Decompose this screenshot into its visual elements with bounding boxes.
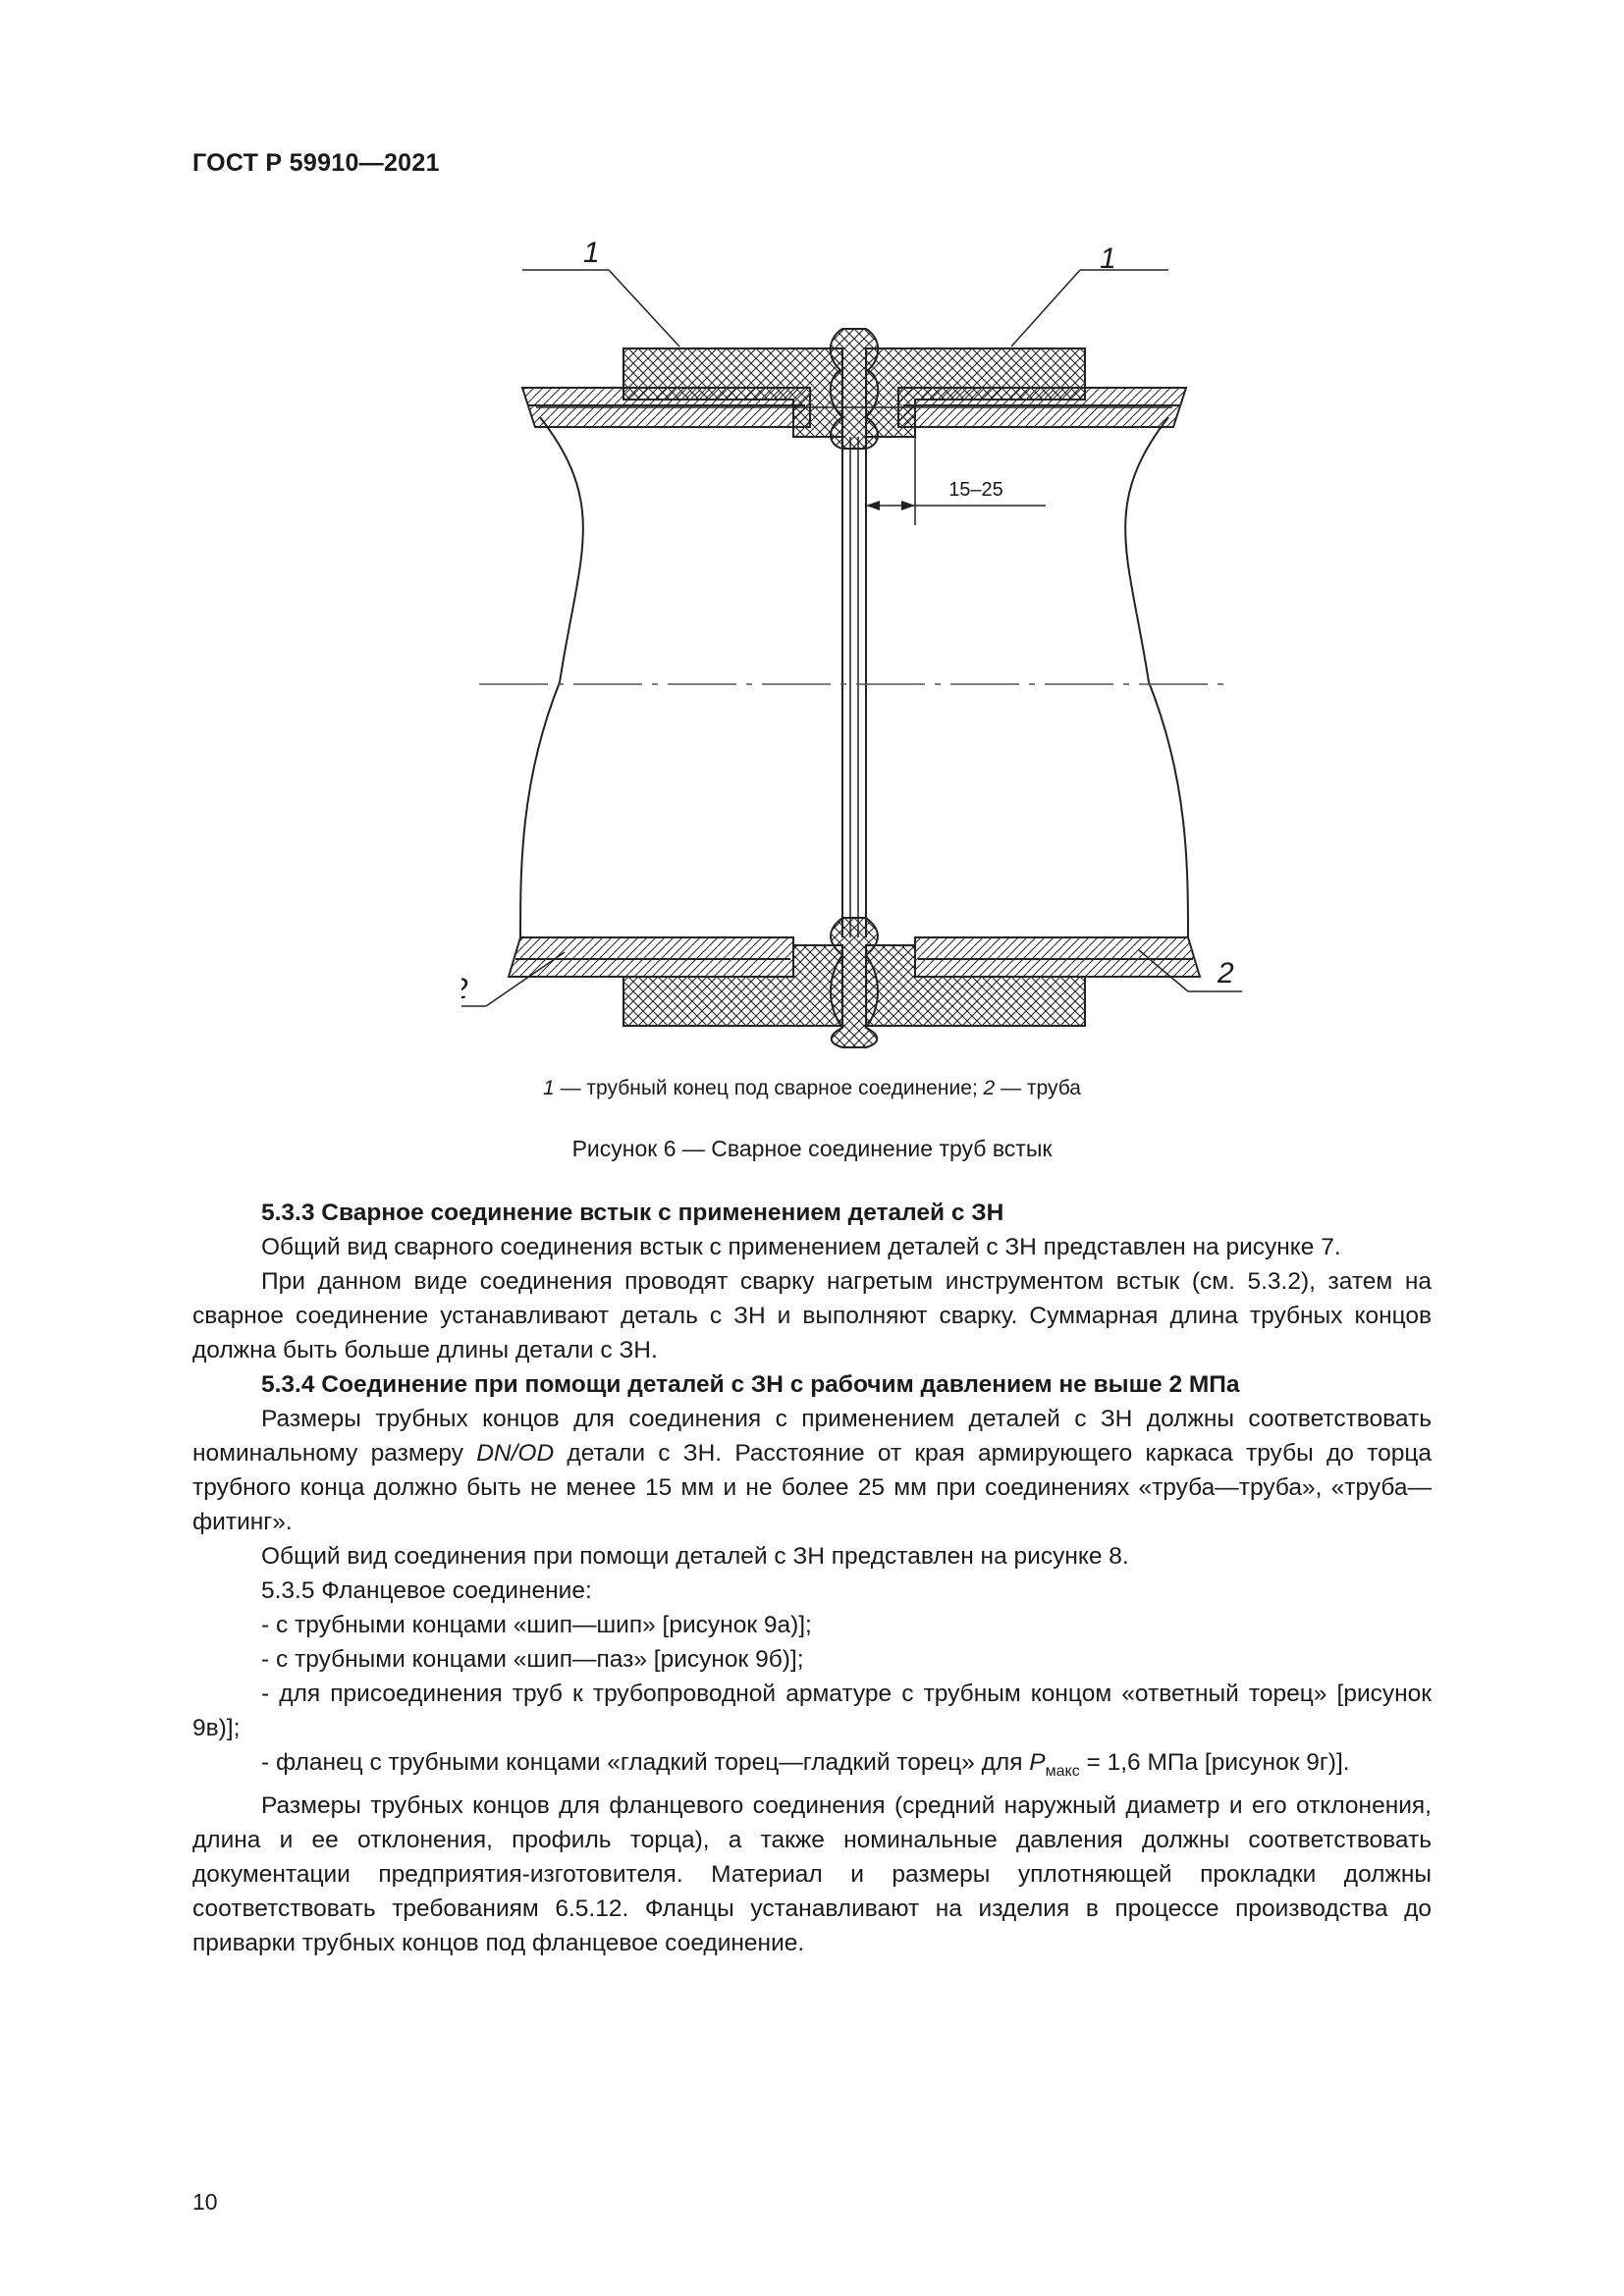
legend-num-1: 1 bbox=[543, 1077, 555, 1099]
text-italic: P bbox=[1029, 1749, 1046, 1776]
pipe-left-contour bbox=[519, 416, 584, 938]
list-item: - с трубными концами «шип—паз» [рисунок … bbox=[261, 1646, 804, 1673]
callout-bottom-left: 2 bbox=[461, 973, 468, 1005]
legend-text-2: — труба bbox=[995, 1077, 1081, 1099]
list-item: - с трубными концами «шип—шип» [рисунок … bbox=[261, 1612, 812, 1638]
text-italic: DN/OD bbox=[476, 1440, 555, 1467]
paragraph: Размеры трубных концов для соединения с … bbox=[192, 1402, 1432, 1539]
paragraph: 5.3.5 Фланцевое соединение: bbox=[261, 1577, 592, 1604]
list-item: - для присоединения труб к трубопроводно… bbox=[192, 1681, 1432, 1741]
text-subscript: макс bbox=[1045, 1762, 1080, 1780]
list-item: - фланец с трубными концами «гладкий тор… bbox=[192, 1745, 1432, 1789]
paragraph: Размеры трубных концов для фланцевого со… bbox=[192, 1791, 1432, 1956]
callout-top-right: 1 bbox=[1100, 242, 1116, 275]
paragraph: Общий вид соединения при помощи деталей … bbox=[261, 1543, 1129, 1570]
figure-6-drawing: 15–25 1 1 2 2 bbox=[432, 231, 1247, 1070]
body-text: 5.3.3 Сварное соединение встык с примене… bbox=[192, 1196, 1432, 1960]
text-run: = 1,6 МПа [рисунок 9г)]. bbox=[1079, 1749, 1350, 1776]
callout-top-left: 1 bbox=[583, 237, 600, 269]
dimension-label: 15–25 bbox=[948, 479, 1003, 501]
pipe-right-contour bbox=[1124, 416, 1189, 938]
page-number: 10 bbox=[192, 2189, 218, 2215]
figure-caption: Рисунок 6 — Сварное соединение труб всты… bbox=[571, 1136, 1053, 1161]
text-run: - фланец с трубными концами «гладкий тор… bbox=[261, 1749, 1030, 1776]
figure-legend: 1 — трубный конец под сварное соединение… bbox=[0, 1077, 1624, 1100]
legend-text-1: — трубный конец под сварное соединение; bbox=[554, 1077, 984, 1099]
section-heading-5-3-3: 5.3.3 Сварное соединение встык с примене… bbox=[261, 1200, 1004, 1226]
section-heading-5-3-4: 5.3.4 Соединение при помощи деталей с ЗН… bbox=[261, 1371, 1240, 1398]
text-run: детали с ЗН. Расстояние от края армирующ… bbox=[192, 1440, 1432, 1535]
text-run: Размеры трубных концов для соединения с … bbox=[192, 1406, 1432, 1467]
callout-bottom-right: 2 bbox=[1217, 957, 1234, 989]
paragraph: Общий вид сварного соединения встык с пр… bbox=[261, 1234, 1341, 1260]
legend-num-2: 2 bbox=[983, 1077, 996, 1099]
paragraph: При данном виде соединения проводят свар… bbox=[192, 1268, 1432, 1363]
document-header: ГОСТ Р 59910—2021 bbox=[192, 149, 440, 177]
